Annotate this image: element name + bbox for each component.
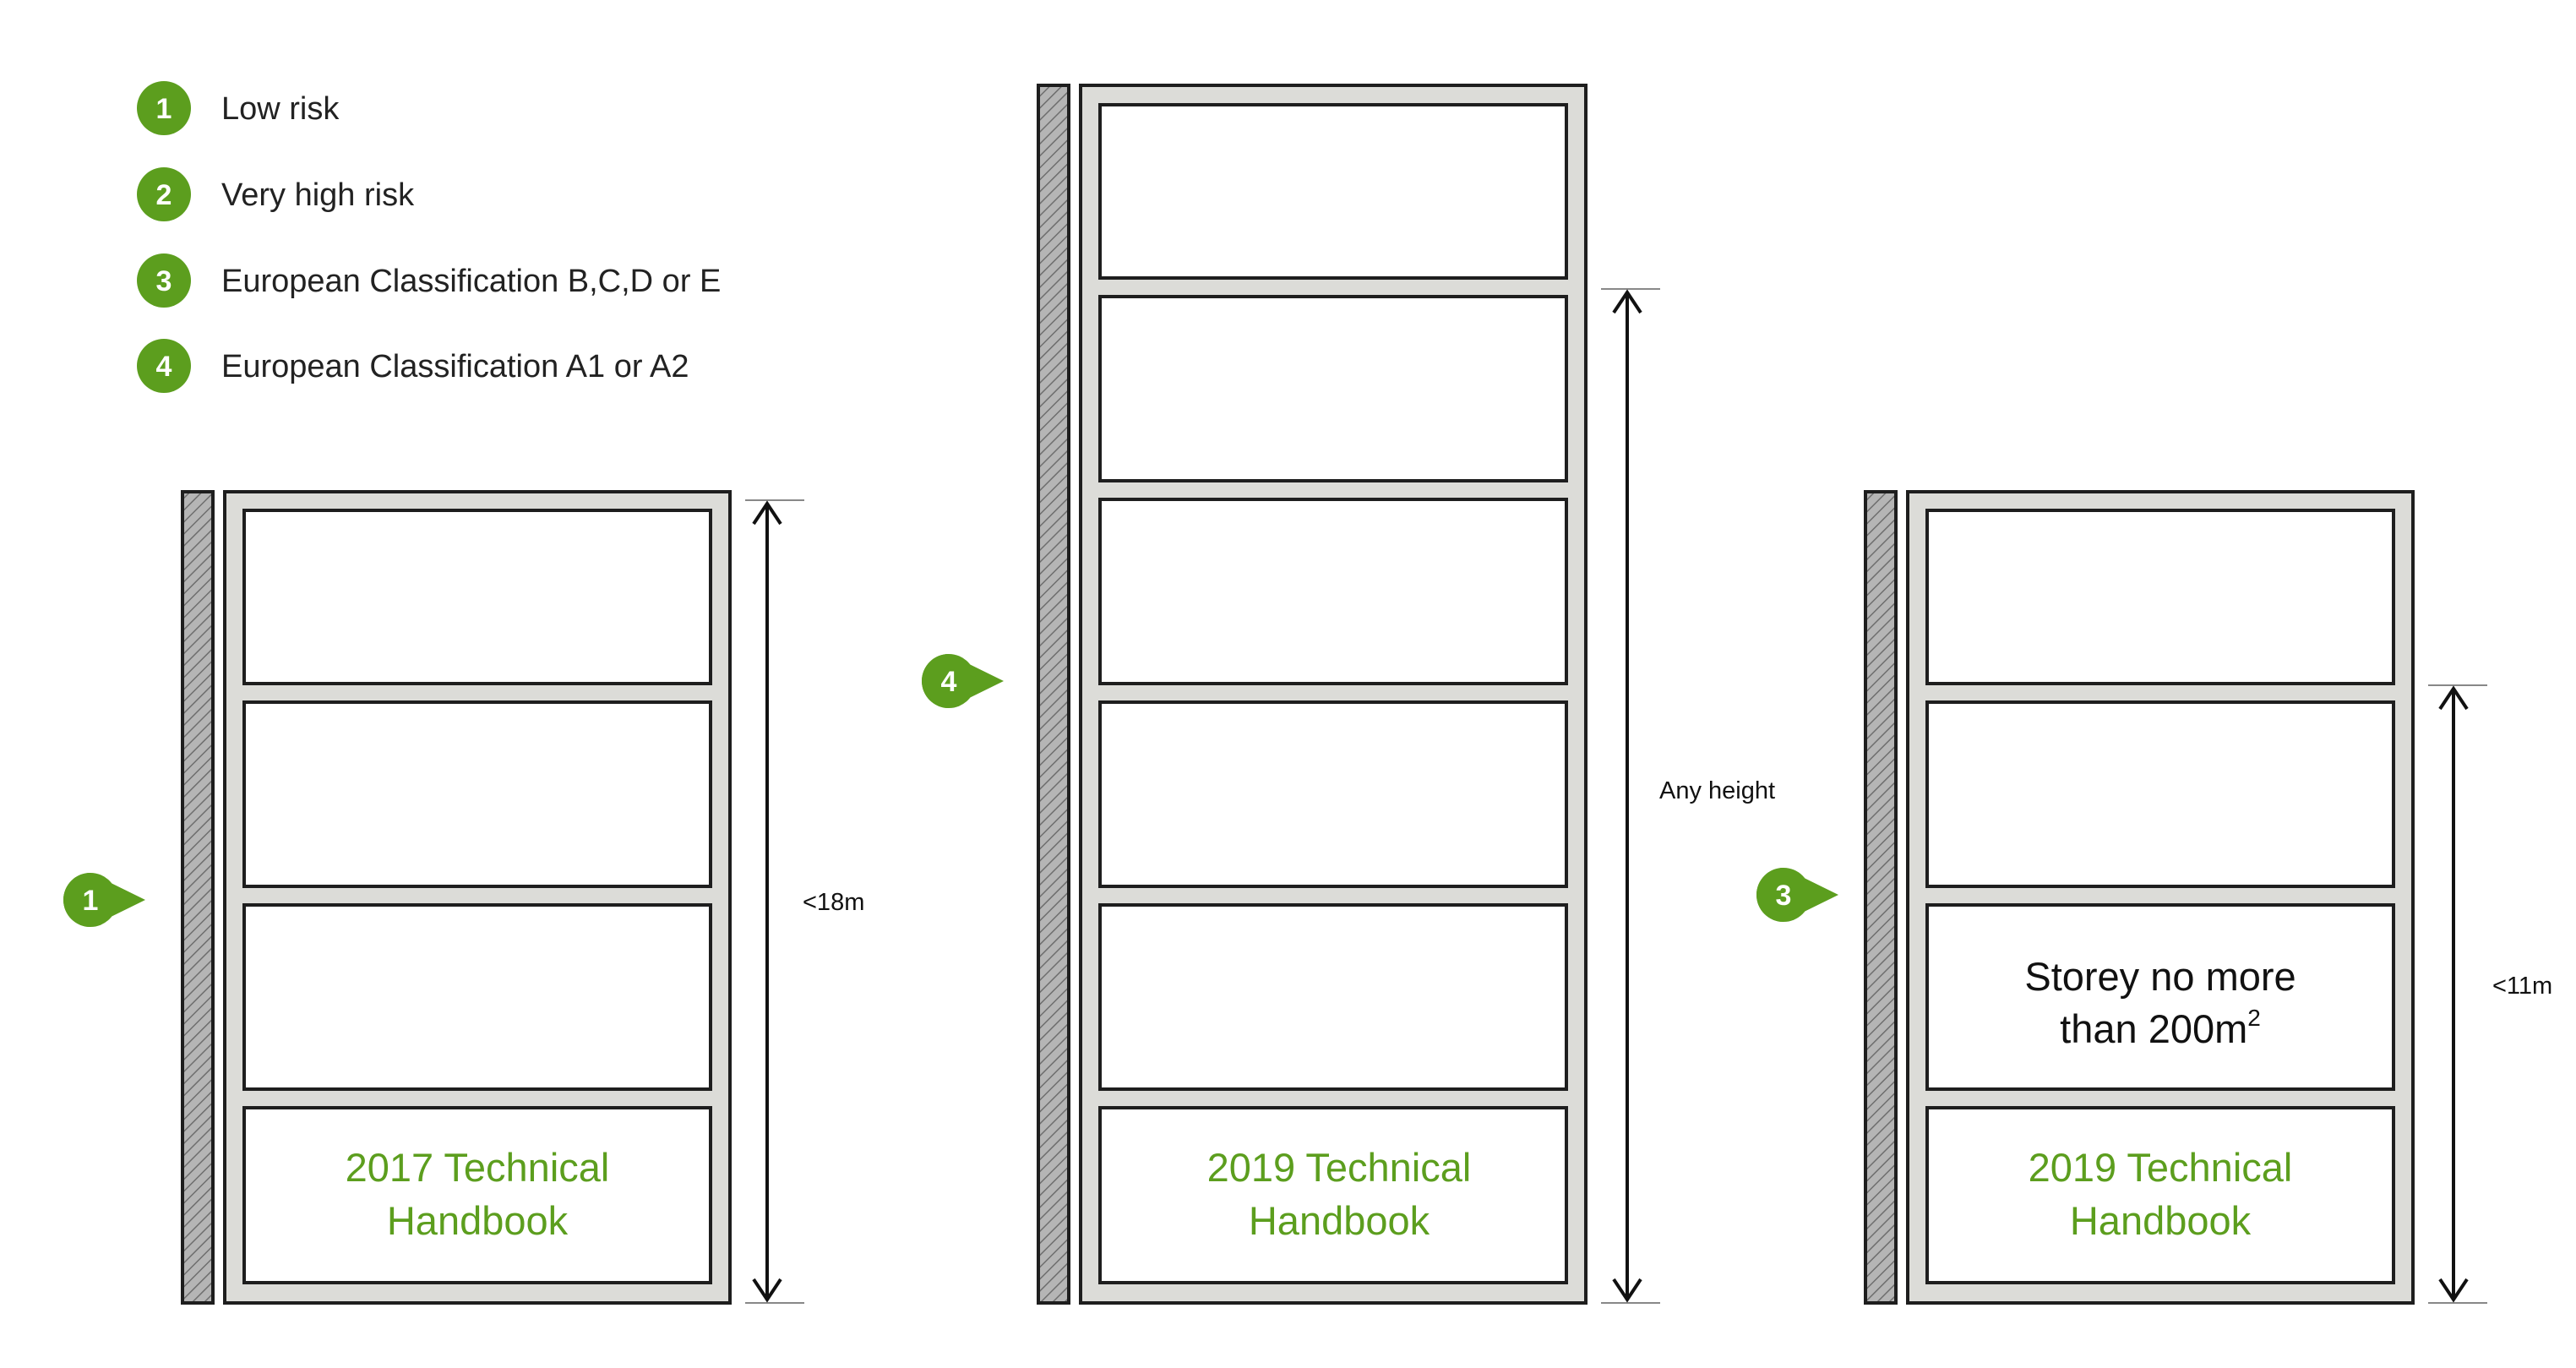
legend-badge-3-number: 3 (156, 265, 172, 297)
legend-badge-2-icon (137, 167, 191, 221)
height-dimension: <11m (2428, 684, 2552, 1304)
storey-2 (242, 903, 712, 1091)
storey-3 (242, 700, 712, 888)
double-arrow-icon (2438, 685, 2469, 1303)
hatched-wall-icon (1037, 84, 1070, 1305)
handbook-label-line2: Handbook (387, 1198, 569, 1243)
storey-3 (1098, 700, 1568, 888)
pointer-badge-1-icon: 1 (63, 873, 145, 927)
storey-2 (1098, 903, 1568, 1091)
hatched-wall-icon (1864, 490, 1898, 1305)
height-label: Any height (1659, 777, 1775, 804)
legend-badge-1-icon (137, 81, 191, 135)
building-2017: 2017 Technical Handbook 1 <18m (63, 490, 864, 1305)
height-dimension: Any height (1601, 288, 1775, 1304)
handbook-label-line1: 2019 Technical (1207, 1145, 1472, 1190)
hatched-wall-icon (181, 490, 215, 1305)
storey-4 (1098, 498, 1568, 685)
handbook-label-line1: 2017 Technical (346, 1145, 610, 1190)
handbook-label-line2: Handbook (1249, 1198, 1430, 1243)
height-label: <11m (2492, 973, 2552, 1000)
legend-item-1: 1 Low risk (137, 81, 340, 135)
storey-3 (1925, 700, 2395, 888)
height-label: <18m (803, 889, 864, 916)
legend-item-2: 2 Very high risk (137, 167, 415, 221)
storey-2 (1925, 903, 2395, 1091)
legend: 1 Low risk 2 Very high risk 3 European C… (137, 81, 721, 393)
pointer-badge-3-icon: 3 (1756, 868, 1838, 922)
legend-item-4: 4 European Classification A1 or A2 (137, 339, 689, 393)
legend-label-classification-bcde: European Classification B,C,D or E (221, 264, 721, 299)
pointer-badge-4-number: 4 (941, 666, 957, 698)
handbook-label-line2: Handbook (2070, 1198, 2252, 1243)
storey-area-label-line2: than 200m2 (2060, 1005, 2261, 1051)
legend-item-3: 3 European Classification B,C,D or E (137, 253, 721, 308)
legend-badge-4-icon (137, 339, 191, 393)
double-arrow-icon (1612, 289, 1642, 1303)
pointer-badge-1-number: 1 (83, 885, 99, 917)
storey-5 (1098, 295, 1568, 482)
building-2019-low: Storey no more than 200m2 2019 Technical… (1756, 490, 2552, 1305)
storey-ground (242, 1106, 712, 1284)
double-arrow-icon (752, 500, 782, 1303)
legend-badge-2-number: 2 (156, 179, 172, 211)
pointer-badge-3-number: 3 (1776, 880, 1792, 912)
legend-badge-4-number: 4 (156, 351, 172, 383)
height-dimension: <18m (745, 499, 864, 1304)
legend-label-classification-a1a2: European Classification A1 or A2 (221, 349, 689, 384)
legend-badge-3-icon (137, 253, 191, 308)
storey-ground (1098, 1106, 1568, 1284)
storey-4 (242, 509, 712, 685)
legend-label-very-high-risk: Very high risk (221, 177, 415, 213)
building-2019-tall: 2019 Technical Handbook 4 Any height (922, 84, 1775, 1305)
handbook-label-line1: 2019 Technical (2029, 1145, 2293, 1190)
legend-badge-1-number: 1 (156, 93, 172, 125)
pointer-badge-4-icon: 4 (922, 654, 1004, 708)
storey-4 (1925, 509, 2395, 685)
storey-6 (1098, 103, 1568, 280)
storey-area-label-line1: Storey no more (2024, 954, 2296, 999)
building-frame (1079, 84, 1588, 1305)
legend-label-low-risk: Low risk (221, 91, 340, 127)
storey-ground (1925, 1106, 2395, 1284)
